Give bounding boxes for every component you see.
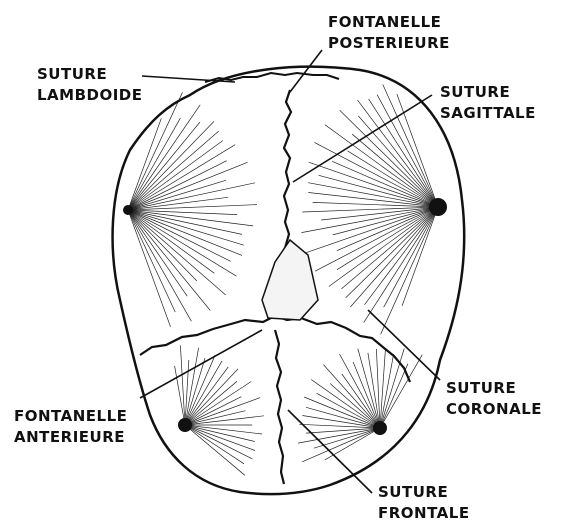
label-line: SUTURE (378, 482, 470, 503)
label-fontanelle-anterieure: FONTANELLE ANTERIEURE (14, 406, 127, 448)
label-line: LAMBDOIDE (37, 85, 143, 106)
label-line: SUTURE (440, 82, 536, 103)
label-line: CORONALE (446, 399, 542, 420)
parietal-center-right (429, 198, 447, 216)
label-line: SUTURE (446, 378, 542, 399)
label-suture-lambdoide: SUTURE LAMBDOIDE (37, 64, 143, 106)
label-line: SUTURE (37, 64, 143, 85)
label-suture-frontale: SUTURE FRONTALE (378, 482, 470, 524)
label-line: FONTANELLE (14, 406, 127, 427)
label-line: FRONTALE (378, 503, 470, 524)
frontal-center-right (373, 421, 387, 435)
label-line: POSTERIEURE (328, 33, 450, 54)
parietal-center-left (123, 205, 133, 215)
label-suture-coronale: SUTURE CORONALE (446, 378, 542, 420)
label-line: ANTERIEURE (14, 427, 127, 448)
label-suture-sagittale: SUTURE SAGITTALE (440, 82, 536, 124)
frontal-center-left (178, 418, 192, 432)
label-line: FONTANELLE (328, 12, 450, 33)
label-fontanelle-posterieure: FONTANELLE POSTERIEURE (328, 12, 450, 54)
label-line: SAGITTALE (440, 103, 536, 124)
